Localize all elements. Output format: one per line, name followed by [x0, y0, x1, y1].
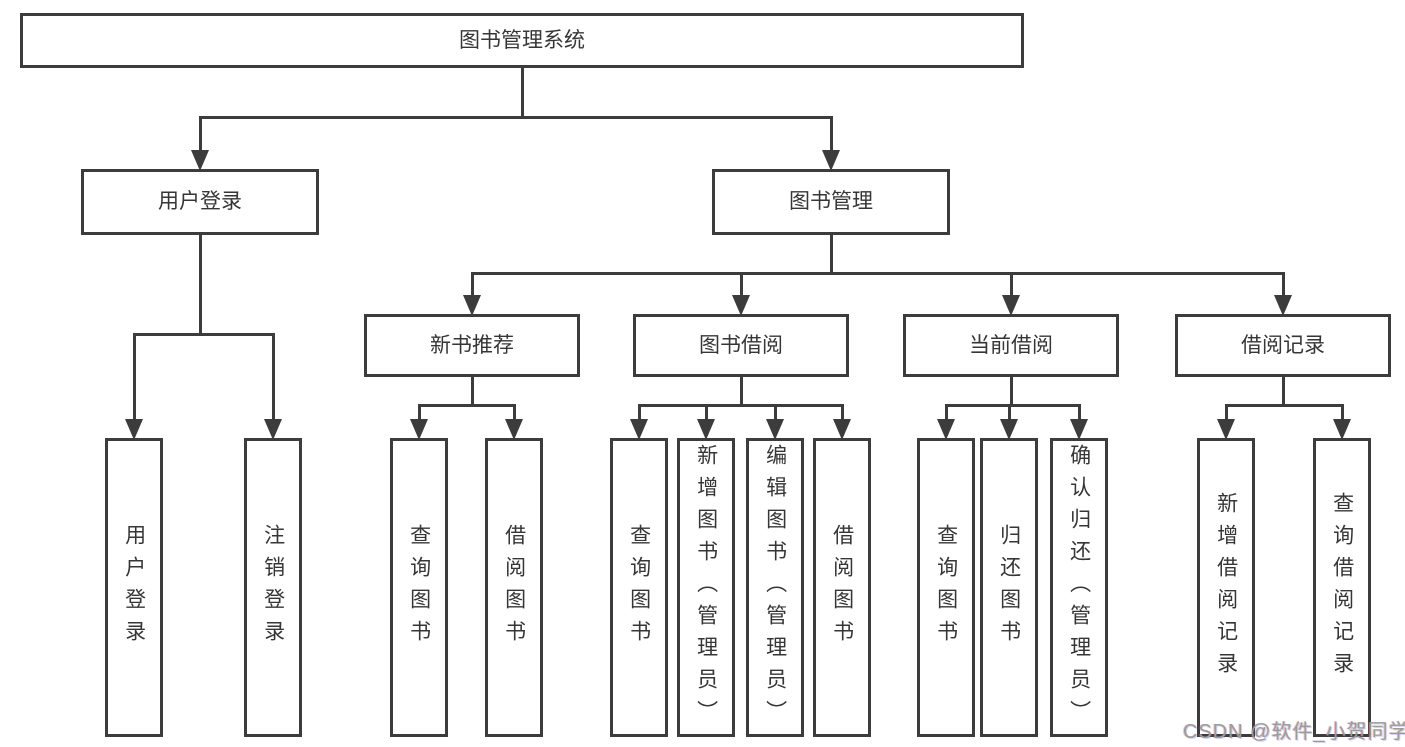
edge-line: [1009, 376, 1013, 407]
node-borrow-records: 借阅记录: [1175, 314, 1391, 377]
edge-line: [520, 67, 524, 119]
edge-line: [198, 234, 202, 336]
arrowhead-icon: [264, 419, 282, 440]
node-new-book-rec: 新书推荐: [364, 314, 580, 377]
edge-line: [1340, 405, 1344, 424]
node-current-borrow: 当前借阅: [903, 314, 1119, 377]
node-leaf-user-login: 用户登录: [105, 438, 163, 737]
node-leaf-borrow-book-1: 借阅图书: [485, 438, 543, 737]
node-leaf-confirm-return: 确认归还（管理员）: [1050, 438, 1108, 737]
edge-line: [1007, 405, 1011, 424]
edge-line: [417, 405, 421, 424]
node-user-login: 用户登录: [81, 169, 319, 235]
arrowhead-icon: [1070, 419, 1088, 440]
arrowhead-icon: [505, 419, 523, 440]
edge-line: [637, 405, 641, 424]
edge-line: [944, 405, 948, 424]
node-label: 查询图书: [407, 523, 431, 652]
arrowhead-icon: [1002, 295, 1020, 316]
node-label: 用户登录: [158, 190, 242, 214]
node-leaf-add-record: 新增借阅记录: [1197, 438, 1255, 737]
node-label: 查询图书: [934, 523, 958, 652]
arrowhead-icon: [1333, 419, 1351, 440]
node-label: 图书管理: [789, 190, 873, 214]
arrowhead-icon: [1000, 419, 1018, 440]
arrowhead-icon: [1217, 419, 1235, 440]
node-label: 当前借阅: [969, 333, 1053, 357]
edge-line: [739, 273, 743, 300]
node-book-borrow: 图书借阅: [633, 314, 849, 377]
node-label: 新增图书（管理员）: [694, 443, 718, 732]
node-leaf-query-book-2: 查询图书: [610, 438, 668, 737]
node-label: 新增借阅记录: [1214, 491, 1238, 684]
edge-line: [198, 117, 202, 155]
edge-line: [1224, 403, 1344, 407]
edge-line: [132, 334, 136, 424]
edge-line: [470, 273, 474, 300]
node-book-mgmt: 图书管理: [712, 169, 950, 235]
node-label: 借阅图书: [502, 523, 526, 652]
edge-line: [417, 403, 516, 407]
arrowhead-icon: [125, 419, 143, 440]
node-label: 图书管理系统: [459, 28, 585, 52]
arrowhead-icon: [822, 150, 840, 171]
node-leaf-add-book: 新增图书（管理员）: [677, 438, 735, 737]
edge-line: [198, 115, 833, 119]
edge-line: [271, 334, 275, 424]
node-label: 用户登录: [122, 523, 146, 652]
watermark-text: CSDN @软件_小贺同学: [1183, 721, 1405, 743]
edge-line: [704, 405, 708, 424]
node-label: 借阅图书: [830, 523, 854, 652]
edge-line: [1077, 405, 1081, 424]
arrowhead-icon: [732, 295, 750, 316]
edge-line: [840, 405, 844, 424]
edge-line: [1281, 273, 1285, 300]
arrowhead-icon: [766, 419, 784, 440]
edge-line: [470, 376, 474, 407]
node-label: 注销登录: [261, 523, 285, 652]
node-leaf-logout: 注销登录: [244, 438, 302, 737]
arrowhead-icon: [697, 419, 715, 440]
node-leaf-query-record: 查询借阅记录: [1313, 438, 1371, 737]
edge-line: [512, 405, 516, 424]
node-label: 借阅记录: [1241, 333, 1325, 357]
node-leaf-query-book-3: 查询图书: [917, 438, 975, 737]
node-leaf-query-book-1: 查询图书: [390, 438, 448, 737]
node-label: 查询图书: [627, 523, 651, 652]
node-label: 归还图书: [997, 523, 1021, 652]
edge-line: [470, 271, 1285, 275]
node-leaf-return-book: 归还图书: [980, 438, 1038, 737]
edge-line: [1009, 273, 1013, 300]
node-label: 查询借阅记录: [1330, 491, 1354, 684]
edge-line: [773, 405, 777, 424]
arrowhead-icon: [1274, 295, 1292, 316]
node-leaf-borrow-book-2: 借阅图书: [813, 438, 871, 737]
edge-line: [944, 403, 1081, 407]
arrowhead-icon: [191, 150, 209, 171]
node-label: 确认归还（管理员）: [1067, 443, 1091, 732]
node-label: 新书推荐: [430, 333, 514, 357]
node-label: 编辑图书（管理员）: [763, 443, 787, 732]
node-label: 图书借阅: [699, 333, 783, 357]
edge-line: [1281, 376, 1285, 407]
arrowhead-icon: [833, 419, 851, 440]
arrowhead-icon: [410, 419, 428, 440]
edge-line: [1224, 405, 1228, 424]
edge-line: [132, 332, 275, 336]
node-leaf-edit-book: 编辑图书（管理员）: [746, 438, 804, 737]
edge-line: [637, 403, 844, 407]
arrowhead-icon: [937, 419, 955, 440]
edge-line: [739, 376, 743, 407]
edge-line: [829, 117, 833, 155]
edge-line: [829, 234, 833, 275]
node-system: 图书管理系统: [20, 13, 1024, 68]
arrowhead-icon: [630, 419, 648, 440]
arrowhead-icon: [463, 295, 481, 316]
